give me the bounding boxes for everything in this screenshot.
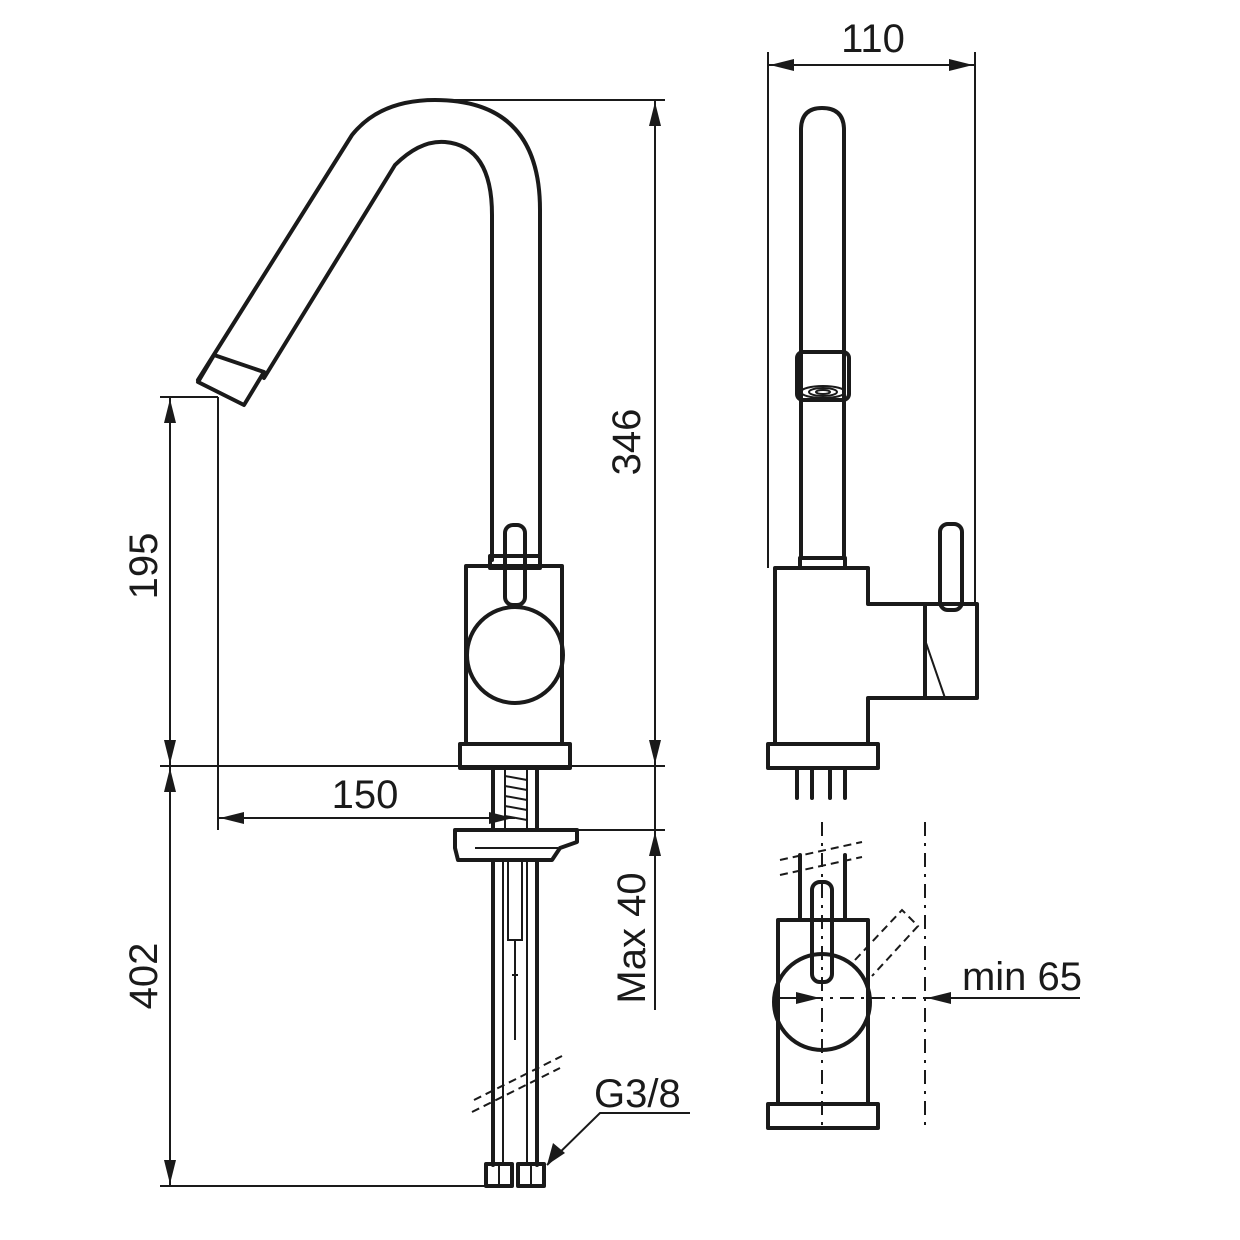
side-spout	[799, 106, 846, 560]
side-lever-housing	[923, 602, 979, 700]
arrow-195-bottom	[164, 740, 176, 764]
top-break-1	[779, 841, 863, 861]
arrow-min65-right	[927, 992, 951, 1004]
arrow-min65-left	[796, 992, 820, 1004]
housing-slant	[924, 639, 946, 699]
dim-150: 150	[332, 773, 399, 817]
top-base	[766, 1102, 880, 1130]
faucet-body	[464, 564, 564, 746]
dim-max-40: Max 40	[610, 872, 654, 1003]
aerator-ring-1	[800, 385, 846, 399]
lever-rotated-outline	[854, 908, 920, 977]
center-rod-upper	[507, 859, 523, 941]
arrow-150-right	[489, 812, 513, 824]
dim-110: 110	[841, 17, 905, 61]
break-line-1	[471, 1067, 561, 1113]
spout-inner	[262, 139, 494, 562]
arrow-110-left	[770, 59, 794, 71]
faucet-base	[458, 742, 572, 770]
arrow-max40	[649, 832, 661, 856]
arrow-346-bottom	[649, 740, 661, 764]
arrow-195-top	[164, 399, 176, 423]
arrow-346-top	[649, 102, 661, 126]
front-view	[196, 98, 579, 1188]
dim-402: 402	[122, 943, 166, 1010]
arrow-402-top	[164, 768, 176, 792]
dim-346: 346	[605, 409, 649, 476]
front-dimensions: 346 195 402 150 Max 40 G3/8	[122, 99, 690, 1187]
spout-outer	[196, 98, 542, 562]
aerator	[196, 353, 266, 407]
dim-195: 195	[122, 533, 166, 600]
aerator-ring-2	[808, 387, 838, 397]
arrow-g38	[547, 1143, 565, 1165]
side-aerator	[795, 350, 851, 402]
break-line-2	[473, 1055, 563, 1101]
top-hub	[772, 952, 872, 1052]
side-base	[766, 742, 880, 770]
dim-min-65: min 65	[962, 955, 1082, 999]
mounting-plate	[453, 828, 579, 862]
top-view: min 65	[766, 822, 1082, 1130]
lever-hub	[465, 605, 565, 705]
side-lever	[938, 522, 964, 612]
arrow-402-bottom	[164, 1160, 176, 1184]
side-body	[773, 566, 927, 746]
top-lever	[810, 880, 834, 984]
aerator-ring-3	[815, 389, 831, 395]
thread-lines	[504, 775, 528, 821]
label-g3-8: G3/8	[594, 1072, 681, 1116]
side-view: 110	[766, 17, 979, 800]
top-break-2	[779, 856, 863, 876]
leader-g38	[546, 1112, 690, 1166]
arrow-110-right	[949, 59, 973, 71]
arrow-150-left	[220, 812, 244, 824]
